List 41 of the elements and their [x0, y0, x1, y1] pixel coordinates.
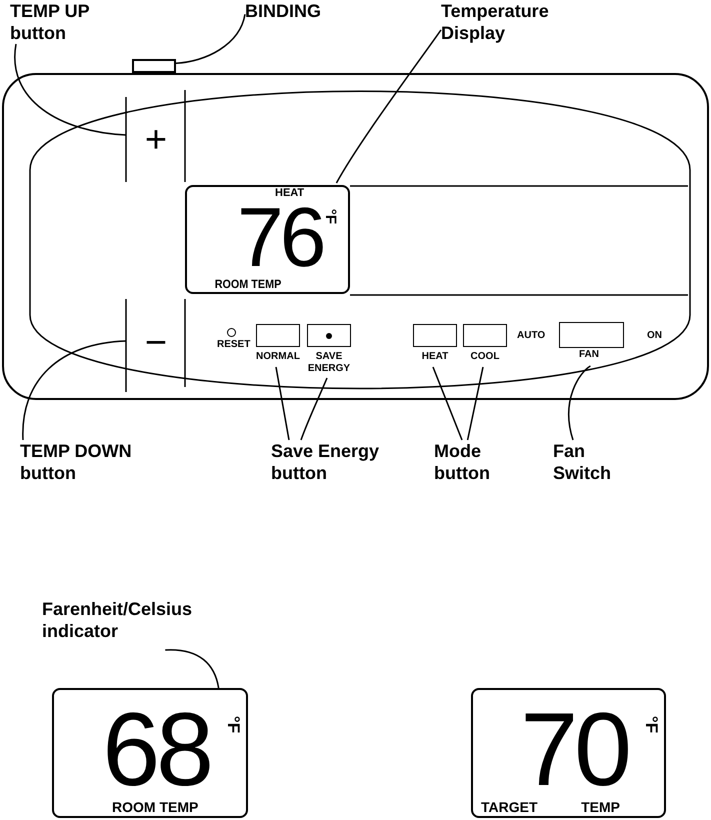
- callout-label: BINDING: [245, 0, 335, 22]
- binding-button: [132, 59, 176, 73]
- unit-indicator: °F: [323, 208, 338, 224]
- callout-label: TEMP DOWN button: [20, 440, 170, 486]
- button-label: NORMAL: [256, 351, 300, 363]
- switch-label: ON: [647, 331, 662, 341]
- leader-line: [165, 649, 220, 688]
- display-caption: TARGET: [481, 800, 538, 814]
- display-caption: ROOM TEMP: [214, 278, 282, 290]
- leader-line: [432, 366, 463, 440]
- lcd-display: [52, 688, 248, 818]
- temp-key: −: [128, 299, 184, 387]
- button-label: RESET: [217, 340, 250, 350]
- leader-line: [176, 14, 246, 64]
- button-label: COOL: [470, 351, 500, 363]
- lcd-display: [185, 185, 350, 294]
- lcd-display: [471, 688, 666, 818]
- switch-label: AUTO: [517, 331, 546, 341]
- callout-label: Farenheit/Celsius indicator: [42, 598, 262, 650]
- temperature-reading: 70: [520, 698, 628, 802]
- callout-label: Save Energy button: [271, 440, 421, 486]
- leader-line: [568, 365, 591, 440]
- leader-line: [275, 366, 290, 440]
- display-caption: TEMP: [581, 800, 620, 814]
- button-label: HEAT: [422, 351, 448, 363]
- leader-line: [14, 44, 126, 136]
- unit-indicator: °F: [224, 716, 242, 734]
- leader-line: [22, 340, 126, 440]
- button-label: SAVE ENERGY: [306, 351, 352, 375]
- callout-label: TEMP UP button: [10, 0, 130, 44]
- switch-label: FAN: [579, 350, 599, 360]
- leader-line: [300, 378, 328, 440]
- leader-line: [466, 366, 484, 440]
- leader-line: [336, 29, 442, 184]
- unit-indicator: °F: [642, 716, 660, 734]
- temperature-reading: 68: [102, 698, 210, 802]
- temp-key: +: [128, 97, 184, 182]
- callout-label: Mode button: [434, 440, 514, 486]
- display-caption: ROOM TEMP: [112, 800, 198, 814]
- callout-label: Fan Switch: [553, 440, 633, 486]
- callout-label: Temperature Display: [441, 0, 571, 44]
